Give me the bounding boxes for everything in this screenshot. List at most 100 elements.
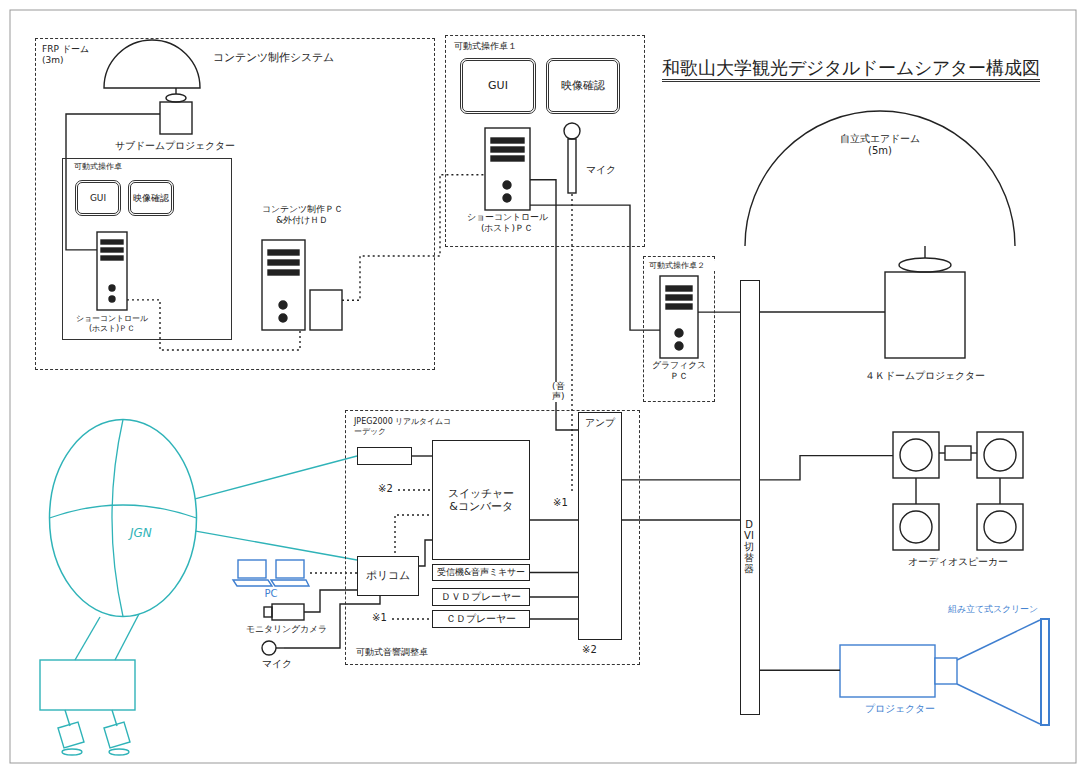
camera (104, 722, 130, 748)
node-label: PC (256, 588, 286, 600)
pc-tower (97, 232, 127, 310)
node-label: サブドームプロジェクター (105, 140, 245, 152)
laptop-base (271, 580, 309, 586)
node-label: コンテンツ制作ＰＣ &外付けＨＤ (260, 204, 344, 226)
node-label: アンプ (585, 417, 615, 429)
connector (419, 540, 432, 566)
speaker-cone (900, 511, 932, 543)
dish-rib (50, 505, 197, 518)
speaker (893, 432, 939, 478)
mic-handle (276, 647, 284, 648)
mic-handle (568, 139, 576, 193)
screen: 組み立て式スクリーン (1040, 618, 1050, 726)
device-box: 受信機&音声ミキサー (432, 564, 530, 581)
connector (195, 456, 357, 499)
node-label: ＤＶＤプレーヤー (441, 591, 521, 603)
node-label: オーディオスピーカー (893, 556, 1023, 568)
mic-icon: マイク (262, 640, 284, 656)
speaker (977, 504, 1023, 550)
node-label: 映像確認 (133, 193, 169, 204)
speaker-wire (999, 478, 1000, 504)
amp-box: アンプ (578, 412, 622, 640)
node-label: 可動式操作卓１ (452, 41, 556, 52)
console-group: 可動式操作卓２グラフィクスＰＣ (643, 256, 715, 402)
connector (342, 175, 485, 301)
dish-rib (112, 420, 123, 617)
projection-beam (957, 620, 1040, 660)
equipment (97, 40, 1023, 655)
laptop-screen (238, 560, 266, 578)
pc-slot (666, 286, 692, 291)
node-label: ショーコントロール (ホスト)ＰＣ (465, 212, 549, 234)
pc-button (109, 296, 115, 302)
speaker (977, 432, 1023, 478)
node-label: ショーコントロール (ホスト)ＰＣ (73, 314, 151, 333)
speaker-set: オーディオスピーカー (893, 432, 1023, 550)
device-box: ＣＤプレーヤー (432, 610, 530, 628)
node-label: GUI (488, 79, 508, 92)
frame (10, 10, 1076, 763)
dish-leg (115, 612, 140, 660)
jgn-station (40, 612, 140, 755)
mic-head (564, 123, 580, 139)
node-label: FRP ドーム (3m) (42, 44, 100, 66)
air-dome (745, 111, 1015, 246)
speaker-hub (945, 446, 971, 460)
dotted-wire (392, 618, 432, 619)
node-label: ４Ｋドームプロジェクター (860, 370, 990, 382)
node-label: GUI (90, 193, 106, 204)
system-group: コンテンツ制作システムFRP ドーム (3m)サブドームプロジェクター可動式操作… (35, 38, 435, 370)
pc-button (503, 181, 511, 189)
dotted-wire (398, 489, 432, 490)
pc-slot (101, 248, 123, 252)
pc-button (675, 329, 683, 337)
speaker-wire (939, 452, 945, 453)
connector (284, 596, 380, 648)
node-label: 自立式エアドーム (5m) (835, 133, 925, 157)
callout-number: ※1 (553, 497, 568, 509)
mic-icon: マイク (562, 122, 582, 194)
node-label: スイッチャー &コンバータ (446, 487, 516, 513)
audio-group: 可動式音響調整卓JPEG2000 リアルタイムコーデックスイッチャー &コンバー… (345, 410, 640, 665)
dvi-switch: DVI切替器 (740, 280, 760, 715)
node-label: マイク (586, 164, 622, 176)
projector-icon: プロジェクター (840, 645, 957, 697)
monitor: 映像確認 (546, 58, 620, 114)
node-label: プロジェクター (855, 703, 945, 715)
speaker-cone (984, 511, 1016, 543)
node-label: ＣＤプレーヤー (446, 613, 516, 625)
projector-body (160, 102, 192, 134)
satellite-dish: JGN (48, 418, 198, 618)
mic-head (262, 641, 276, 655)
connector (530, 618, 578, 619)
node-label: 受信機&音声ミキサー (437, 567, 525, 578)
pc-slot (268, 270, 299, 275)
connector (760, 311, 885, 312)
node-label: コンテンツ制作システム (211, 51, 345, 64)
camera-stand (65, 710, 70, 726)
receiver-box (40, 660, 135, 710)
projector-icon: サブドームプロジェクター (160, 94, 192, 134)
pc-button (675, 342, 683, 350)
node-label: モニタリングカメラ (243, 624, 329, 635)
camera-base (62, 749, 82, 755)
callout-number: ※2 (582, 644, 597, 656)
pc-slot (491, 138, 524, 143)
projection-beam (957, 684, 1040, 724)
pc-slot (101, 256, 123, 260)
console-box: 可動式操作卓GUI映像確認ショーコントロール (ホスト)ＰＣ (62, 158, 232, 340)
laptop-screen (276, 560, 304, 578)
node-label: グラフィクスＰＣ (650, 360, 708, 382)
monitor: GUI (460, 58, 536, 114)
device-box: ＤＶＤプレーヤー (432, 588, 530, 606)
pc-tower (262, 240, 305, 330)
switcher-box: スイッチャー &コンバータ (432, 440, 530, 560)
pc-button (279, 314, 287, 322)
pc-slot (491, 156, 524, 161)
pc-button (109, 285, 115, 291)
node-label: 組み立て式スクリーン (944, 604, 1038, 615)
node-label: DVI切替器 (744, 519, 754, 574)
connector (127, 300, 300, 350)
speaker-wire (971, 452, 977, 453)
